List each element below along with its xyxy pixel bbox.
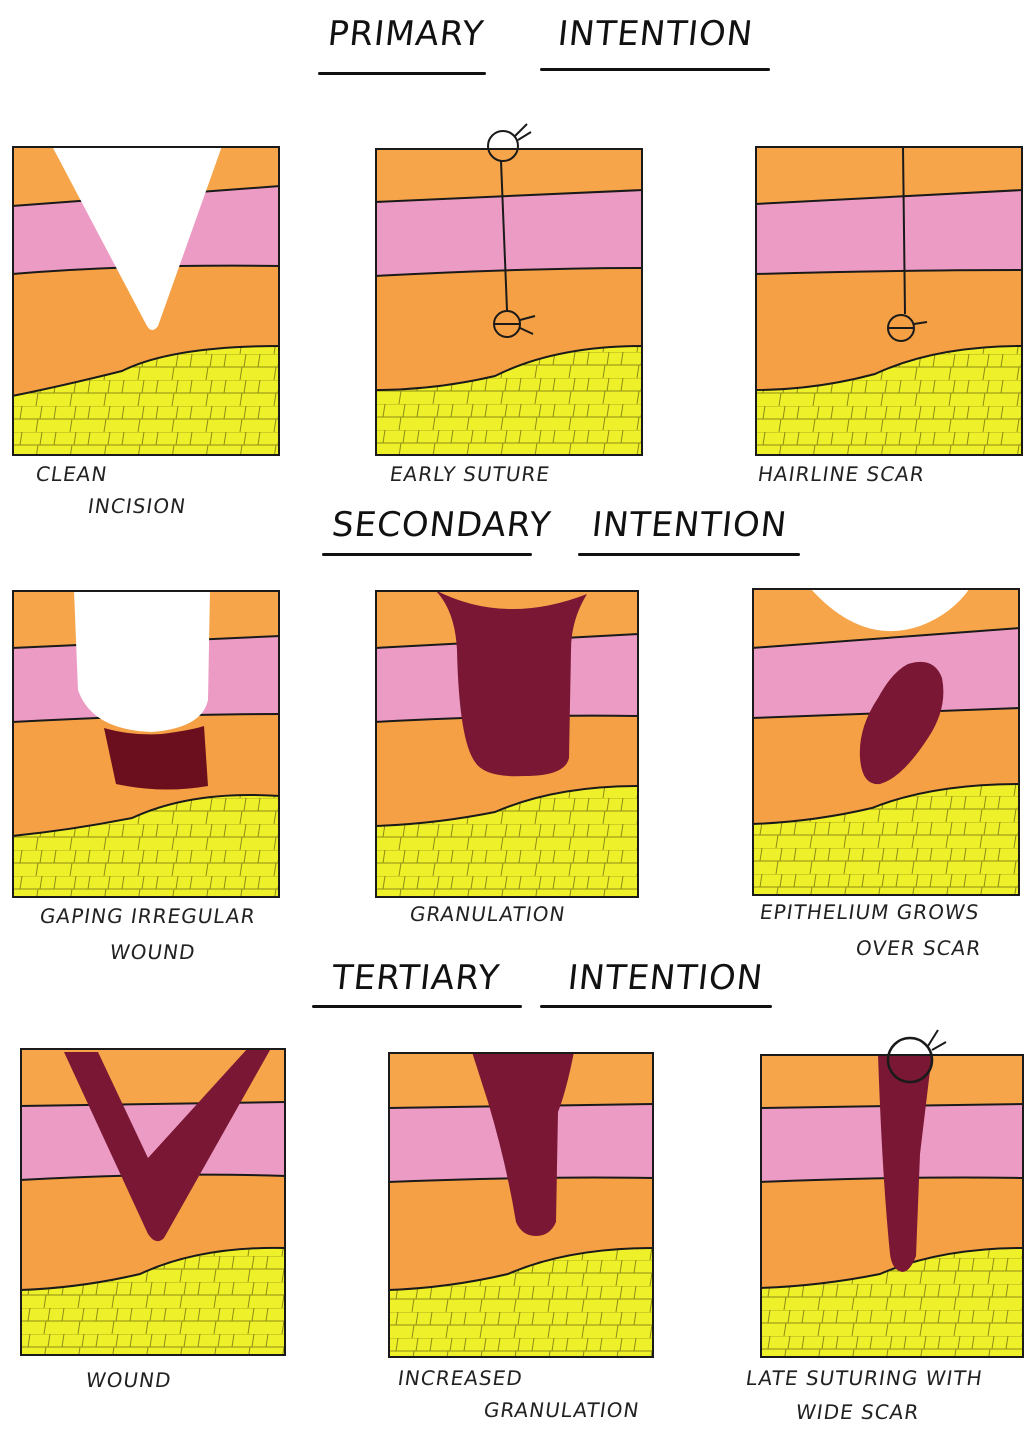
title-word-primary: PRIMARY: [326, 14, 486, 54]
caption-line: WOUND: [108, 940, 197, 964]
skin-section-diagram: [375, 590, 639, 898]
caption-line: CLEAN: [34, 462, 109, 486]
panel-early-suture: [375, 118, 643, 456]
caption-line: WOUND: [84, 1368, 173, 1392]
caption-line: EARLY SUTURE: [388, 462, 551, 486]
title-underline: [318, 72, 486, 75]
caption-line: INCISION: [86, 494, 187, 518]
panel-clean-incision: [12, 146, 280, 456]
skin-section-diagram: [760, 1024, 1024, 1358]
title-word-tertiary: TERTIARY: [330, 958, 502, 998]
title-word-secondary: SECONDARY: [330, 505, 553, 545]
panel-hairline-scar: [755, 146, 1023, 456]
panel-gaping-wound: [12, 590, 280, 898]
skin-section-diagram: [755, 146, 1023, 456]
skin-section-diagram: [388, 1052, 654, 1358]
caption-line: GAPING IRREGULAR: [38, 904, 257, 928]
caption-line: GRANULATION: [482, 1398, 641, 1422]
panel-epithelium-grows: [752, 588, 1020, 896]
skin-section-diagram: [752, 588, 1020, 896]
skin-section-diagram: [20, 1048, 286, 1356]
panel-wound: [20, 1048, 286, 1356]
title-underline: [540, 68, 770, 71]
caption-line: WIDE SCAR: [794, 1400, 921, 1424]
title-word-intention: INTENTION: [566, 958, 765, 998]
wound-scab: [104, 726, 208, 790]
title-underline: [540, 1005, 772, 1008]
caption-line: OVER SCAR: [854, 936, 983, 960]
caption-line: EPITHELIUM GROWS: [758, 900, 981, 924]
caption-line: LATE SUTURING WITH: [744, 1366, 984, 1390]
skin-section-diagram: [375, 118, 643, 456]
caption-line: HAIRLINE SCAR: [756, 462, 926, 486]
open-wound-gap: [74, 590, 210, 732]
title-underline: [322, 553, 532, 556]
skin-section-diagram: [12, 146, 280, 456]
title-underline: [312, 1005, 522, 1008]
title-underline: [578, 553, 800, 556]
panel-increased-granulation: [388, 1052, 654, 1358]
caption-line: INCREASED: [396, 1366, 524, 1390]
title-word-intention: INTENTION: [556, 14, 755, 54]
panel-late-suturing: [760, 1024, 1024, 1358]
caption-line: GRANULATION: [408, 902, 567, 926]
title-word-intention: INTENTION: [590, 505, 789, 545]
skin-section-diagram: [12, 590, 280, 898]
panel-granulation: [375, 590, 639, 898]
